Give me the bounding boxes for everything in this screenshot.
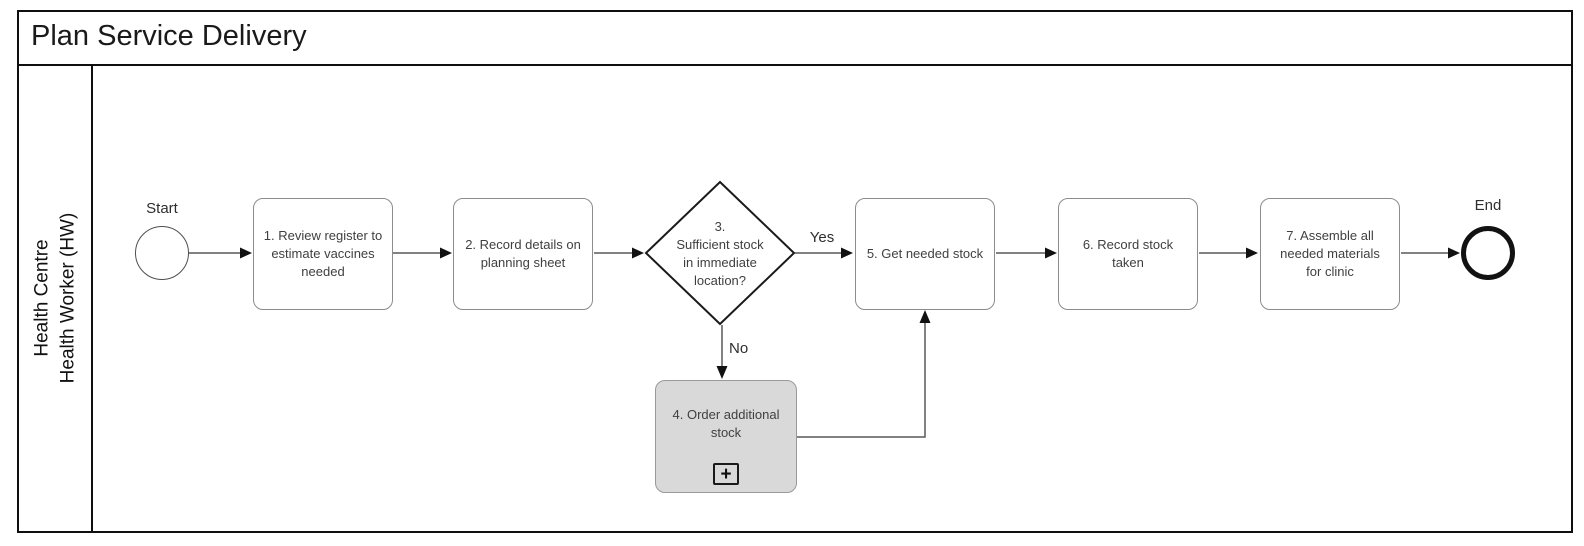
subprocess-order-additional-stock: 4. Order additional stock +	[655, 380, 797, 493]
task-record-details: 2. Record details on planning sheet	[453, 198, 593, 310]
no-flow-label: No	[729, 340, 749, 357]
end-event-circle	[1461, 226, 1515, 280]
task-label: 2. Record details on planning sheet	[465, 237, 581, 270]
pool-title: Plan Service Delivery	[31, 20, 307, 52]
pool-title-divider	[17, 64, 1573, 66]
yes-flow-label: Yes	[809, 229, 835, 246]
task-label: 5. Get needed stock	[866, 246, 984, 261]
task-get-needed-stock: 5. Get needed stock	[855, 198, 995, 310]
task-label: 7. Assemble all needed materials for cli…	[1280, 228, 1380, 279]
lane-label-line1: Health Centre	[31, 239, 53, 357]
task-label: 6. Record stock taken	[1082, 237, 1174, 270]
start-event-label: Start	[146, 200, 178, 217]
task-label: 1. Review register to estimate vaccines …	[263, 228, 383, 279]
task-record-stock-taken: 6. Record stock taken	[1058, 198, 1198, 310]
start-event-circle	[135, 226, 189, 280]
lane-label: Health Centre Health Worker (HW)	[20, 66, 92, 531]
gateway-number: 3.	[714, 219, 726, 234]
task-assemble-materials: 7. Assemble all needed materials for cli…	[1260, 198, 1400, 310]
lane-label-line2: Health Worker (HW)	[57, 212, 79, 384]
subprocess-plus-icon: +	[713, 463, 739, 485]
pool-frame	[17, 10, 1573, 533]
task-label: 4. Order additional stock	[672, 406, 780, 440]
end-event-label: End	[1474, 197, 1502, 214]
gateway-question: Sufficient stock in immediate location?	[676, 237, 764, 288]
lane-label-divider	[91, 66, 93, 533]
gateway-sufficient-stock: 3. Sufficient stock in immediate locatio…	[658, 218, 782, 290]
task-review-register: 1. Review register to estimate vaccines …	[253, 198, 393, 310]
